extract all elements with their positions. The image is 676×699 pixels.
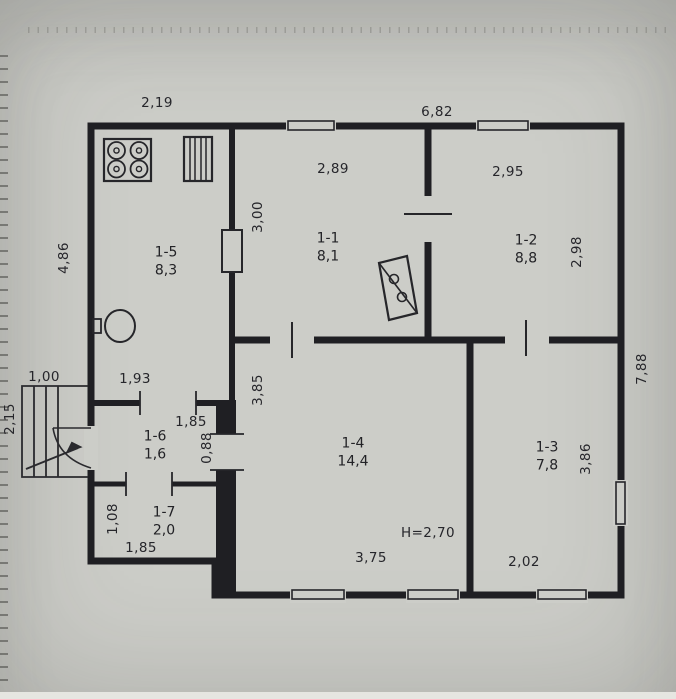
dim-ceiling-height: H=2,70 xyxy=(401,525,455,541)
room-id: 1-4 xyxy=(341,435,365,452)
room-area: 1,6 xyxy=(143,446,167,462)
room-label-1-2: 1-2 8,8 xyxy=(515,233,538,268)
door-icon-room16-room17 xyxy=(125,472,173,496)
dim-right-height: 7,88 xyxy=(634,353,650,385)
room-id: 1-5 xyxy=(154,244,178,261)
entrance-door-arc-icon xyxy=(52,427,92,469)
dim-room13-width: 2,02 xyxy=(508,554,540,570)
window-icon-top-left xyxy=(287,120,335,131)
room-id: 1-1 xyxy=(316,230,340,247)
window-icon-bottom-right xyxy=(537,589,587,600)
room-id: 1-6 xyxy=(143,428,167,445)
paper-bottom-edge xyxy=(0,692,676,699)
room-area: 14,4 xyxy=(337,453,369,469)
room-id: 1-2 xyxy=(514,232,538,249)
room-area: 2,0 xyxy=(152,522,176,538)
room-id: 1-3 xyxy=(535,439,559,456)
sink-icon xyxy=(92,309,136,343)
paper-edge-left-ticks xyxy=(0,44,8,695)
window-icon-bottom-middle xyxy=(407,589,459,600)
furnace-icon xyxy=(377,254,419,322)
room-id: 1-7 xyxy=(152,504,176,521)
room-area: 7,8 xyxy=(535,457,559,473)
room-label-1-7: 1-7 2,0 xyxy=(153,505,176,540)
door-icon-room15-room16 xyxy=(139,391,197,415)
door-icon-room16-room14 xyxy=(210,433,244,471)
exterior-walls xyxy=(87,122,625,599)
room-area: 8,8 xyxy=(514,250,538,266)
dim-room16-width: 1,85 xyxy=(175,414,207,430)
room-area: 8,3 xyxy=(154,262,178,278)
room-label-1-3: 1-3 7,8 xyxy=(536,440,559,475)
dim-room17-width: 1,85 xyxy=(125,540,157,556)
window-icon-top-right xyxy=(477,120,529,131)
dim-room17-depth: 1,08 xyxy=(105,503,121,535)
room-area: 8,1 xyxy=(316,248,340,264)
dim-porch-width: 1,00 xyxy=(28,369,60,385)
radiator-icon xyxy=(182,135,214,183)
entrance-arrow-icon xyxy=(25,441,83,470)
window-icons xyxy=(287,120,626,600)
dim-room13-height: 3,86 xyxy=(578,443,594,475)
room-label-1-4: 1-4 14,4 xyxy=(337,436,368,471)
dim-room14-width: 3,75 xyxy=(355,550,387,566)
dim-top-left-width: 2,19 xyxy=(141,95,173,111)
dim-room16-depth: 0,88 xyxy=(199,432,215,464)
room-label-1-1: 1-1 8,1 xyxy=(317,231,340,266)
dim-left-height: 4,86 xyxy=(56,242,72,274)
dim-room15-width: 1,93 xyxy=(119,371,151,387)
window-icon-bottom-left xyxy=(291,589,345,600)
dim-room12-height: 2,98 xyxy=(569,236,585,268)
dim-room14-height: 3,85 xyxy=(250,374,266,406)
door-icon-room15-room11 xyxy=(221,229,243,273)
paper-edge-top-ticks xyxy=(28,27,674,33)
stove-icon xyxy=(102,137,153,183)
dim-room11-width: 2,89 xyxy=(317,161,349,177)
room-label-1-5: 1-5 8,3 xyxy=(155,245,178,280)
door-symbols xyxy=(125,213,527,496)
dim-porch-depth: 2,15 xyxy=(2,403,18,435)
room-label-1-6: 1-6 1,6 xyxy=(144,429,167,464)
dim-top-right-width: 6,82 xyxy=(421,104,453,120)
dim-room12-width: 2,95 xyxy=(492,164,524,180)
dim-room11-height: 3,00 xyxy=(250,201,266,233)
window-icon-right-wall xyxy=(615,481,626,525)
